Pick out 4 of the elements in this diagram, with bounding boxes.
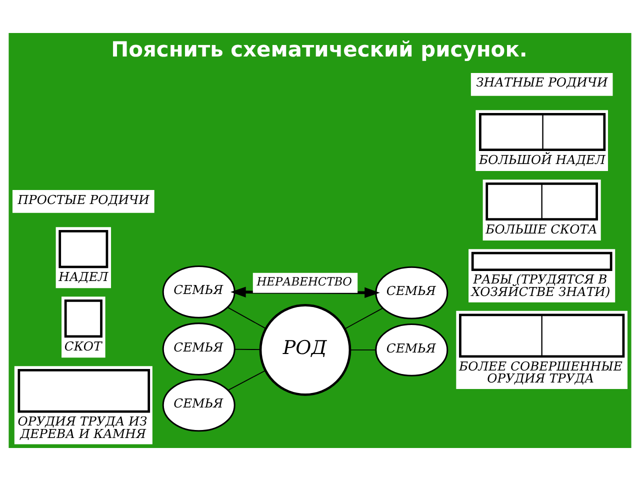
- diagram-title: Пояснить схематический рисунок.: [111, 36, 528, 61]
- label: ЗНАТНЫЕ РОДИЧИ: [476, 75, 608, 90]
- edge-label: НЕРАВЕНСТВО: [256, 274, 352, 288]
- label: ПРОСТЫЕ РОДИЧИ: [18, 192, 150, 206]
